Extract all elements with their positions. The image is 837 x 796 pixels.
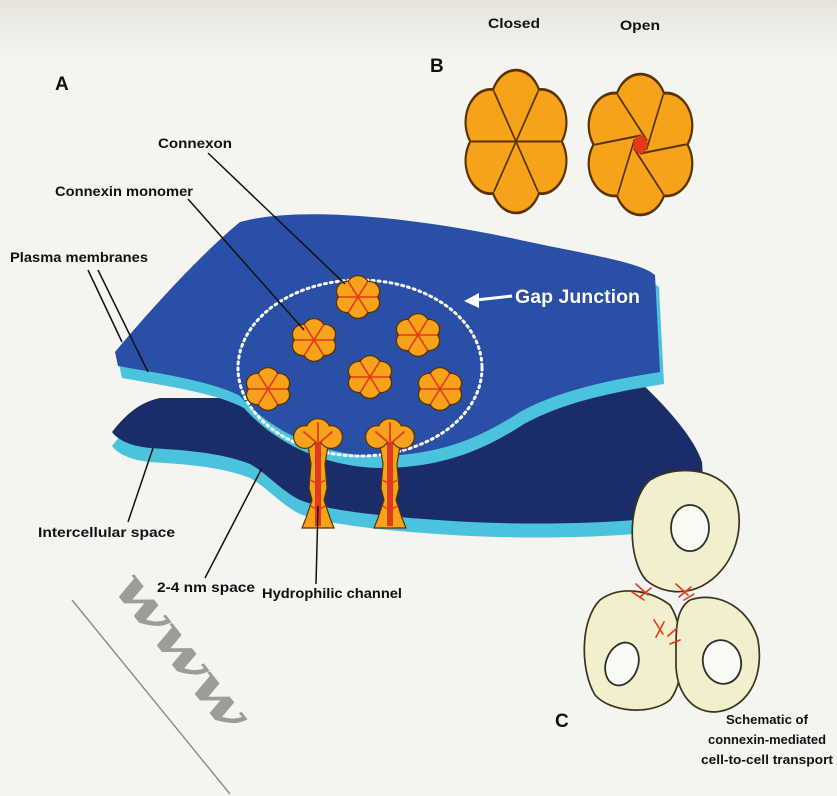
caption-line-3: cell-to-cell transport [701, 753, 834, 767]
hydrophilic-channel-label: Hydrophilic channel [262, 585, 402, 601]
nm-space-leader-line [205, 468, 262, 578]
plasma-membranes-label: Plasma membranes [10, 249, 148, 265]
panel-c-caption: Schematic of connexin-mediated cell-to-c… [701, 713, 834, 767]
gap-junction-label: Gap Junction [515, 287, 640, 308]
connexin-monomer-label: Connexin monomer [55, 183, 194, 199]
panel-b-letter: B [430, 56, 444, 77]
open-label: Open [620, 17, 660, 33]
panel-c-letter: C [555, 711, 569, 732]
panel-a-letter: A [55, 74, 69, 95]
caption-line-2: connexin-mediated [708, 733, 826, 747]
open-connexon [588, 73, 694, 217]
caption-line-1: Schematic of [726, 713, 809, 727]
connexon-label: Connexon [158, 135, 232, 151]
closed-label: Closed [488, 15, 540, 31]
nucleus-top [671, 505, 709, 551]
plasma-membranes-leader-line-upper [88, 270, 122, 342]
closed-connexon [464, 69, 567, 215]
intercellular-space-label: Intercellular space [38, 524, 175, 540]
top-shadow-band [0, 0, 837, 60]
